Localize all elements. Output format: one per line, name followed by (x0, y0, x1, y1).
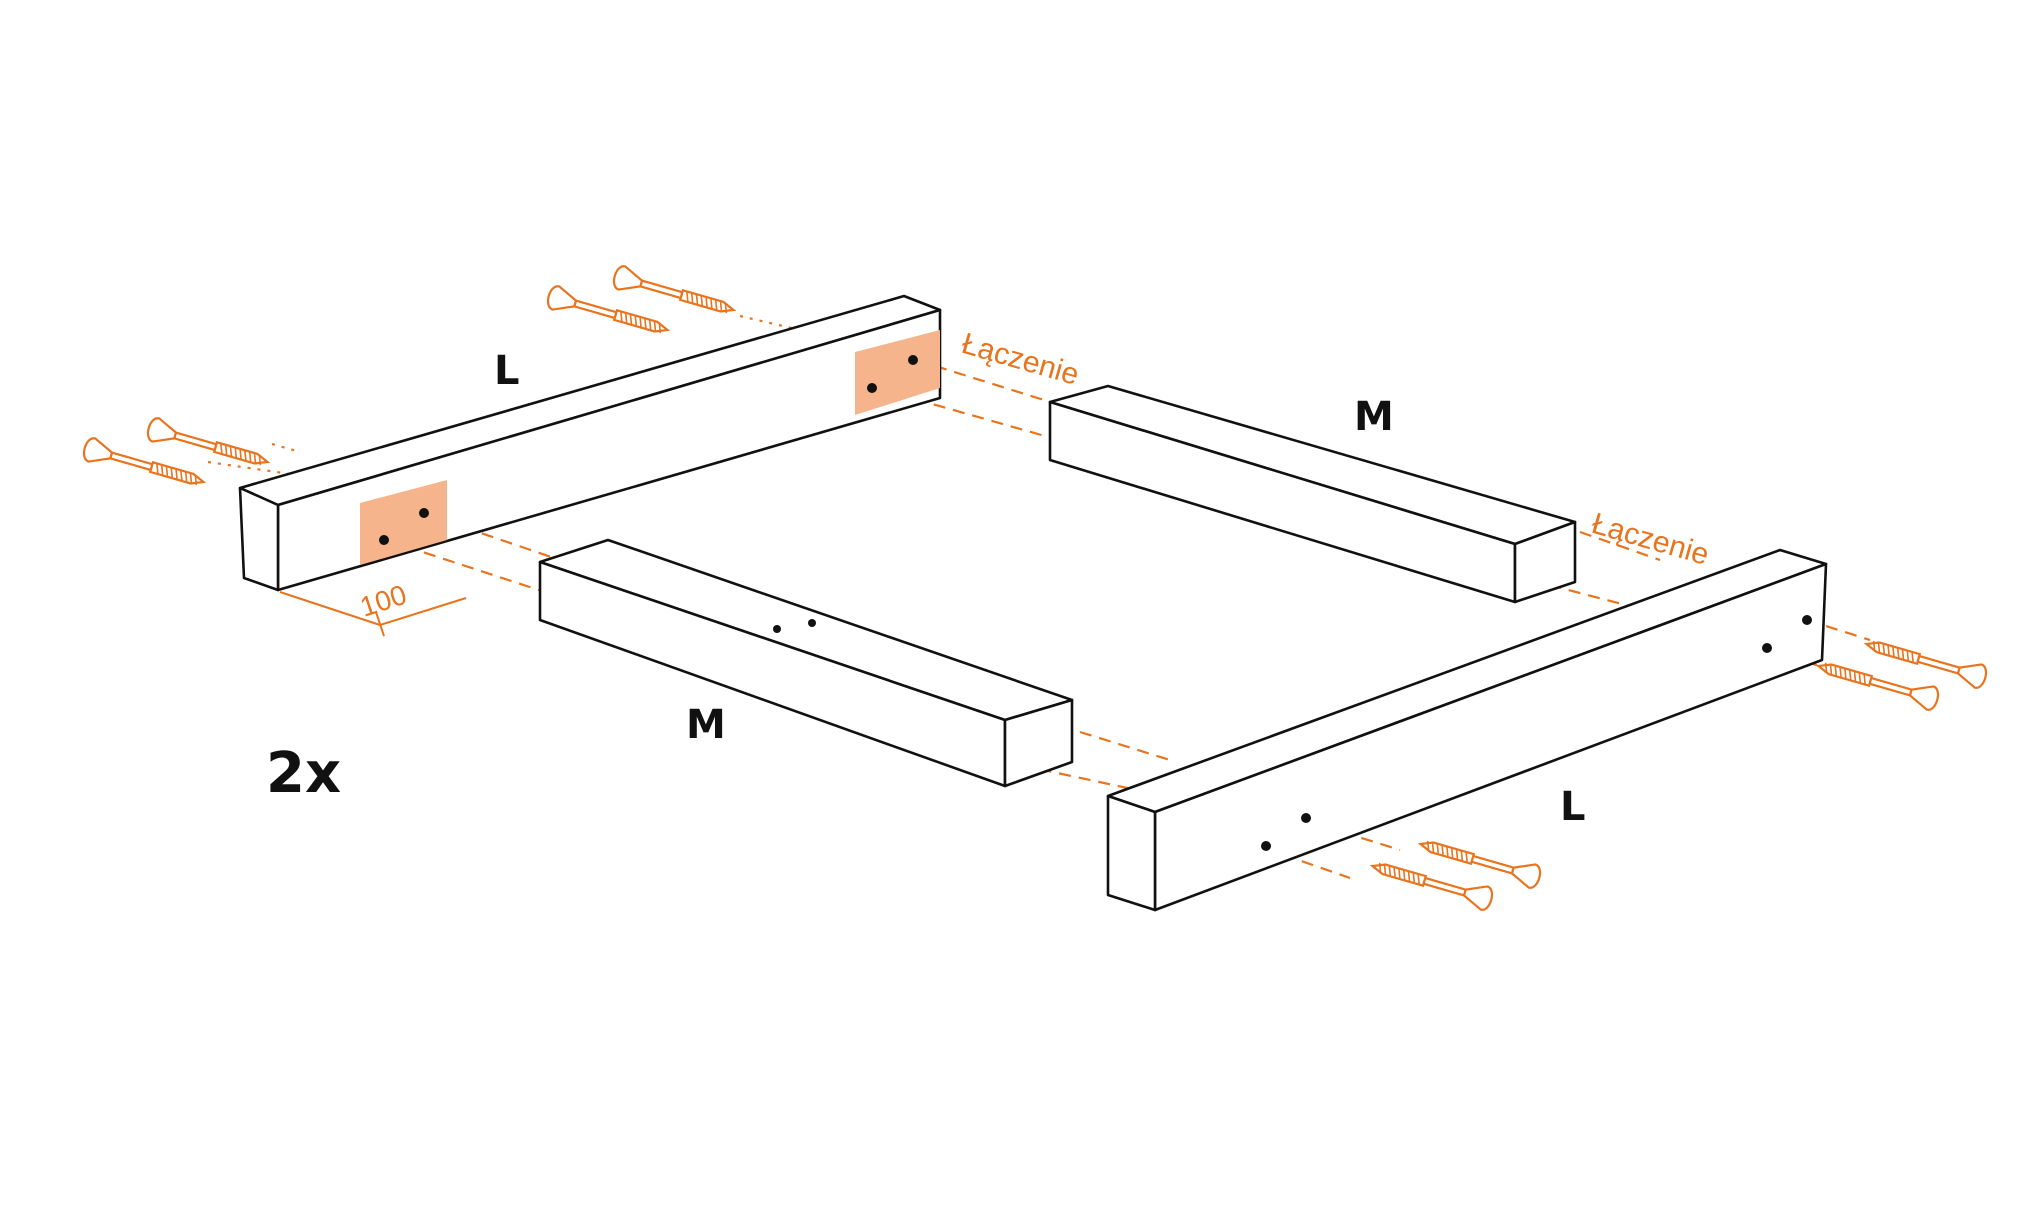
screw-icon (1417, 840, 1542, 889)
pilot-hole-icon (867, 383, 877, 393)
dimension-line (279, 591, 467, 637)
screws (82, 265, 1988, 911)
beam-long-top (238, 294, 942, 592)
pilot-hole-icon (773, 625, 781, 633)
screw-icon (546, 285, 671, 334)
pilot-hole-icon (908, 355, 918, 365)
screw-icon (1815, 662, 1940, 711)
screw-icon (612, 265, 737, 314)
screw-icon (1863, 640, 1988, 689)
pilot-hole-icon (419, 508, 429, 518)
dimension-label: 100 (356, 579, 410, 623)
guide-lines (207, 314, 1871, 880)
beam-long-bottom (1106, 548, 1828, 912)
pilot-hole-icon (379, 535, 389, 545)
beam-mid-bottom-label: M (686, 702, 726, 748)
joint-label-right: Łączenie (1588, 507, 1713, 572)
beam-long-bottom-label: L (1560, 784, 1586, 830)
pilot-hole-icon (1301, 813, 1311, 823)
beam-mid-top (1048, 384, 1577, 604)
beam-mid-top-label: M (1354, 394, 1394, 440)
pilot-hole-icon (1802, 615, 1812, 625)
screw-icon (1369, 862, 1494, 911)
pilot-hole-icon (808, 619, 816, 627)
screw-icon (146, 417, 271, 466)
pilot-hole-icon (1261, 841, 1271, 851)
joint-highlight-right (855, 330, 940, 415)
beam-mid-bottom (538, 538, 1074, 788)
beam-long-top-label: L (494, 348, 520, 394)
screw-icon (82, 437, 207, 486)
joint-label-top: Łączenie (958, 327, 1083, 392)
quantity-label: 2x (266, 741, 341, 806)
pilot-hole-icon (1762, 643, 1772, 653)
